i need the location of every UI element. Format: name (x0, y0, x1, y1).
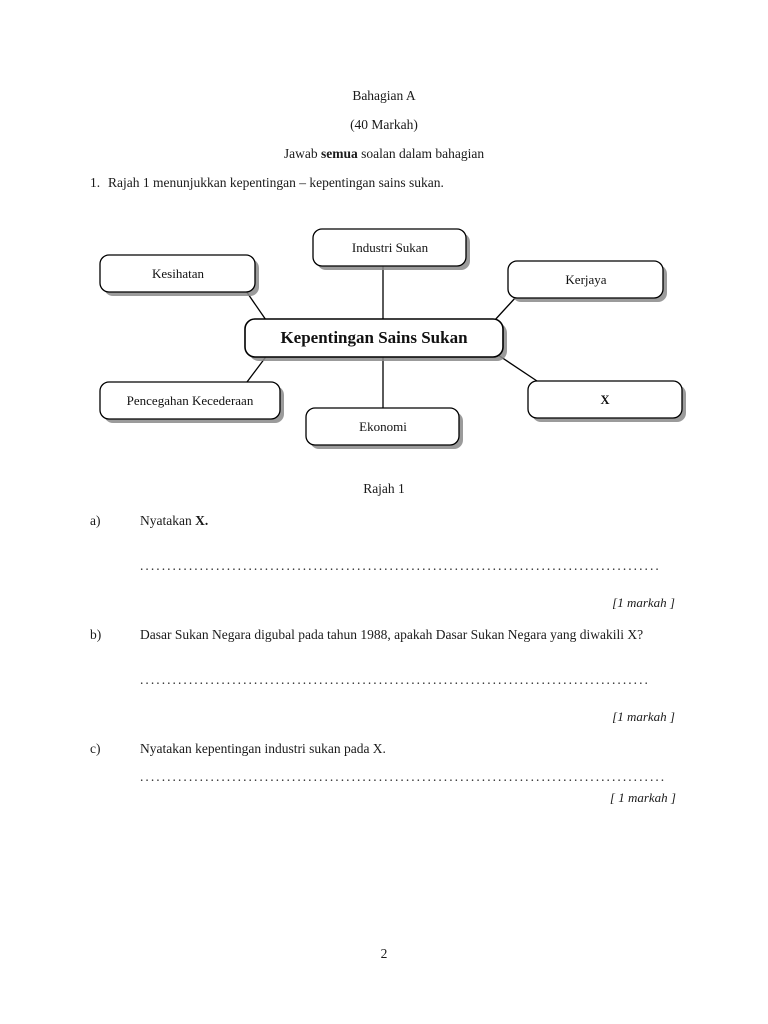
question-c: c) Nyatakan kepentingan industri sukan p… (90, 739, 710, 760)
question-a-text-emphasis: X. (195, 513, 209, 528)
node-kesihatan[interactable]: Kesihatan (99, 254, 259, 296)
node-kerjaya-box (507, 260, 664, 299)
answer-line-c[interactable]: ........................................… (140, 769, 667, 784)
node-industri-sukan[interactable]: Industri Sukan (312, 228, 470, 270)
node-pencegahan-box (99, 381, 281, 420)
question-b: b) Dasar Sukan Negara digubal pada tahun… (90, 625, 710, 646)
question-stem-number: 1. (90, 175, 101, 190)
section-total-marks: (40 Markah) (350, 117, 418, 132)
node-unknown-x[interactable]: X (527, 380, 686, 422)
node-industri-sukan-box (312, 228, 467, 267)
question-a-marks: [1 markah ] (612, 595, 675, 610)
node-kesihatan-label: Kesihatan (152, 266, 204, 281)
question-b-marks: [1 markah ] (612, 709, 675, 724)
question-stem-text: Rajah 1 menunjukkan kepentingan – kepent… (108, 175, 444, 190)
instruction-emphasis: semua (321, 146, 358, 161)
connector-kerjaya-center (493, 296, 517, 322)
node-kesihatan-box (99, 254, 256, 293)
node-industri-sukan-label: Industri Sukan (352, 240, 429, 255)
question-b-label: b) (90, 627, 102, 642)
instruction-prefix: Jawab (283, 146, 322, 161)
node-pencegahan-kecederaan[interactable]: Pencegahan Kecederaan (99, 381, 284, 423)
node-ekonomi[interactable]: Ekonomi (305, 407, 463, 449)
node-unknown-x-label: X (600, 393, 609, 407)
section-title: Bahagian A (352, 88, 416, 103)
question-a-label: a) (90, 513, 101, 528)
question-c-label: c) (90, 741, 101, 756)
question-stem: 1. Rajah 1 menunjukkan kepentingan – kepe… (90, 175, 710, 192)
node-ekonomi-label: Ekonomi (359, 419, 407, 434)
answer-line-a[interactable]: ........................................… (140, 558, 660, 573)
answer-line-b[interactable]: ........................................… (140, 672, 648, 687)
diagram-caption: Rajah 1 (363, 481, 405, 496)
node-unknown-x-box (527, 380, 683, 419)
mind-map-diagram: Industri Sukan Kesihatan Kerjaya Kepenti… (0, 215, 768, 460)
node-ekonomi-box (305, 407, 460, 446)
question-a-text-plain: Nyatakan (140, 513, 196, 528)
node-center-box (244, 318, 504, 358)
instruction-suffix: soalan dalam bahagian (357, 146, 485, 161)
node-kerjaya[interactable]: Kerjaya (507, 260, 667, 302)
question-a-text: Nyatakan X. (140, 511, 710, 532)
node-center-kepentingan[interactable]: Kepentingan Sains Sukan (244, 318, 507, 361)
question-c-marks: [ 1 markah ] (609, 790, 676, 805)
question-c-text: Nyatakan kepentingan industri sukan pada… (140, 741, 386, 756)
node-center-label: Kepentingan Sains Sukan (280, 328, 468, 347)
page-number: 2 (380, 946, 388, 961)
mind-map-svg: Industri Sukan Kesihatan Kerjaya Kepenti… (99, 228, 686, 449)
question-a: a) Nyatakan X. (90, 511, 710, 532)
node-kerjaya-label: Kerjaya (565, 272, 606, 287)
question-b-text: Dasar Sukan Negara digubal pada tahun 19… (140, 627, 644, 642)
section-instruction: Jawab semua soalan dalam bahagian (0, 146, 768, 162)
node-pencegahan-label: Pencegahan Kecederaan (127, 393, 254, 408)
